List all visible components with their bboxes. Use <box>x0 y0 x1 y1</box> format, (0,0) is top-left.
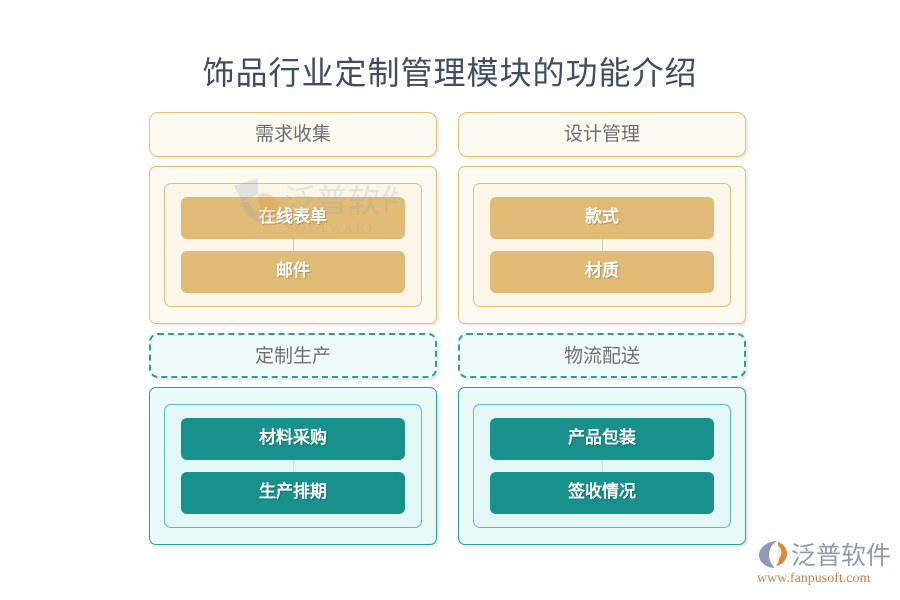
group-inner-custom-production: 材料采购 生产排期 <box>164 404 422 528</box>
group-header-custom-production[interactable]: 定制生产 <box>149 333 437 378</box>
group-requirement-collection: 需求收集 在线表单 邮件 <box>149 112 437 324</box>
leaf-list-design-management: 款式 材质 <box>490 197 714 293</box>
connector-line <box>293 460 294 472</box>
group-body-custom-production: 材料采购 生产排期 <box>149 387 437 545</box>
fanpu-logo-icon <box>759 541 787 568</box>
group-body-design-management: 款式 材质 <box>458 166 746 324</box>
leaf-style[interactable]: 款式 <box>490 197 714 239</box>
leaf-list-custom-production: 材料采购 生产排期 <box>181 418 405 514</box>
group-header-requirement-collection[interactable]: 需求收集 <box>149 112 437 157</box>
leaf-email[interactable]: 邮件 <box>181 251 405 293</box>
group-inner-design-management: 款式 材质 <box>473 183 731 307</box>
group-inner-logistics-delivery: 产品包装 签收情况 <box>473 404 731 528</box>
leaf-online-form[interactable]: 在线表单 <box>181 197 405 239</box>
group-body-logistics-delivery: 产品包装 签收情况 <box>458 387 746 545</box>
leaf-list-logistics-delivery: 产品包装 签收情况 <box>490 418 714 514</box>
connector-line <box>602 460 603 472</box>
connector-line <box>602 239 603 251</box>
group-body-requirement-collection: 在线表单 邮件 <box>149 166 437 324</box>
group-header-logistics-delivery[interactable]: 物流配送 <box>458 333 746 378</box>
leaf-material-procurement[interactable]: 材料采购 <box>181 418 405 460</box>
leaf-material[interactable]: 材质 <box>490 251 714 293</box>
group-custom-production: 定制生产 材料采购 生产排期 <box>149 333 437 545</box>
group-inner-requirement-collection: 在线表单 邮件 <box>164 183 422 307</box>
leaf-production-schedule[interactable]: 生产排期 <box>181 472 405 514</box>
group-header-design-management[interactable]: 设计管理 <box>458 112 746 157</box>
brand-logo: 泛普软件 www.fanpusoft.com <box>757 538 893 592</box>
connector-line <box>293 239 294 251</box>
brand-name: 泛普软件 <box>791 542 892 570</box>
column-right: 设计管理 款式 材质 物流配送 产品包装 签收 <box>458 112 746 545</box>
group-logistics-delivery: 物流配送 产品包装 签收情况 <box>458 333 746 545</box>
group-design-management: 设计管理 款式 材质 <box>458 112 746 324</box>
leaf-receipt-status[interactable]: 签收情况 <box>490 472 714 514</box>
brand-url: www.fanpusoft.com <box>757 571 871 586</box>
leaf-product-packaging[interactable]: 产品包装 <box>490 418 714 460</box>
page-title: 饰品行业定制管理模块的功能介绍 <box>202 55 698 91</box>
leaf-list-requirement-collection: 在线表单 邮件 <box>181 197 405 293</box>
column-left: 需求收集 在线表单 邮件 定制生产 材料采购 <box>149 112 437 545</box>
